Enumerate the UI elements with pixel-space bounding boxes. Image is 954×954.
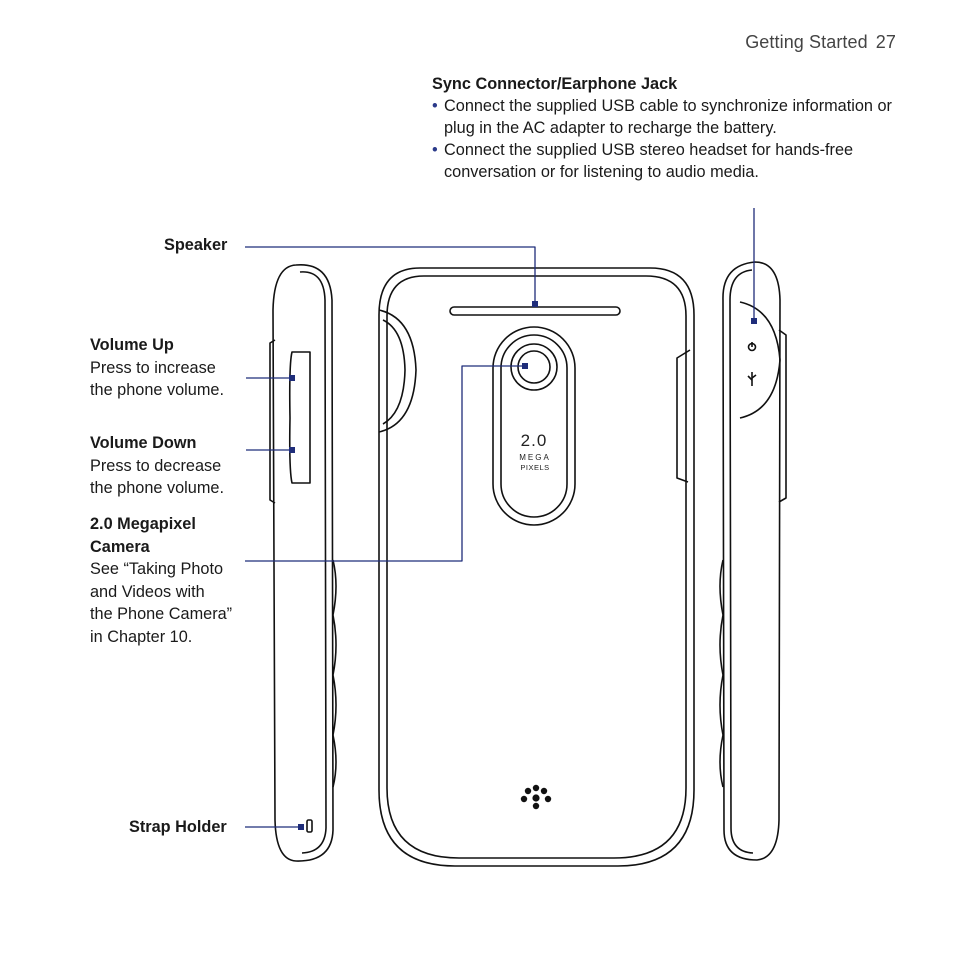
camera-desc-line: and Videos with: [90, 582, 205, 601]
camera-badge-line1: MEGA: [519, 453, 551, 462]
sync-connector-description: Sync Connector/Earphone Jack • Connect th…: [432, 73, 892, 183]
strap-holder-title: Strap Holder: [129, 818, 227, 836]
page-number: 27: [875, 32, 896, 52]
camera-housing: [492, 326, 576, 526]
camera-callout: [245, 365, 525, 562]
speaker-grille: [449, 306, 621, 316]
volume-up-desc-line: the phone volume.: [90, 381, 224, 399]
speaker-callout: [245, 246, 536, 303]
camera-title-line: Camera: [90, 537, 150, 556]
volume-down-desc-line: the phone volume.: [90, 479, 224, 497]
volume-up-title: Volume Up: [90, 336, 174, 354]
phone-right-side-view: [719, 261, 787, 861]
sync-connector-title: Sync Connector/Earphone Jack: [432, 75, 678, 93]
volume-up-label: Volume Up Press to increase the phone vo…: [90, 334, 224, 402]
volume-down-title: Volume Down: [90, 434, 197, 452]
camera-lens: [510, 343, 558, 391]
logo-icon: [520, 784, 552, 810]
camera-badge-value: 2.0: [521, 431, 548, 450]
bullet-icon: •: [432, 141, 438, 159]
speaker-label-title: Speaker: [164, 236, 228, 254]
bullet-text: Connect the supplied USB cable to synchr…: [444, 97, 892, 137]
callout-markers: [289, 301, 757, 830]
speaker-label: Speaker: [164, 234, 227, 257]
bullet-icon: •: [432, 97, 438, 115]
camera-title-line: 2.0 Megapixel: [90, 515, 196, 533]
volume-down-desc-line: Press to decrease: [90, 456, 222, 475]
volume-up-desc-line: Press to increase: [90, 358, 216, 377]
callout-lines: [245, 208, 755, 828]
section-title: Getting Started: [745, 32, 868, 52]
volume-down-label: Volume Down Press to decrease the phone …: [90, 432, 224, 500]
bullet-item: • Connect the supplied USB cable to synch…: [432, 95, 892, 139]
camera-desc-line: See “Taking Photo: [90, 560, 224, 578]
camera-desc-line: in Chapter 10.: [90, 627, 193, 646]
sync-connector-bullets: • Connect the supplied USB cable to synch…: [432, 95, 892, 183]
camera-desc-line: the Phone Camera”: [90, 605, 233, 623]
phone-back-view: [378, 267, 695, 867]
strap-holder-label: Strap Holder: [129, 816, 227, 839]
camera-label: 2.0 Megapixel Camera See “Taking Photo a…: [90, 513, 232, 648]
camera-badge-line2: PIXELS: [520, 463, 549, 472]
phone-left-side-view: [269, 264, 337, 862]
bullet-text: Connect the supplied USB stereo headset …: [444, 141, 854, 181]
page-header: Getting Started 27: [745, 32, 896, 53]
usb-icon: [747, 372, 757, 386]
bullet-item: • Connect the supplied USB stereo headset…: [432, 139, 892, 183]
